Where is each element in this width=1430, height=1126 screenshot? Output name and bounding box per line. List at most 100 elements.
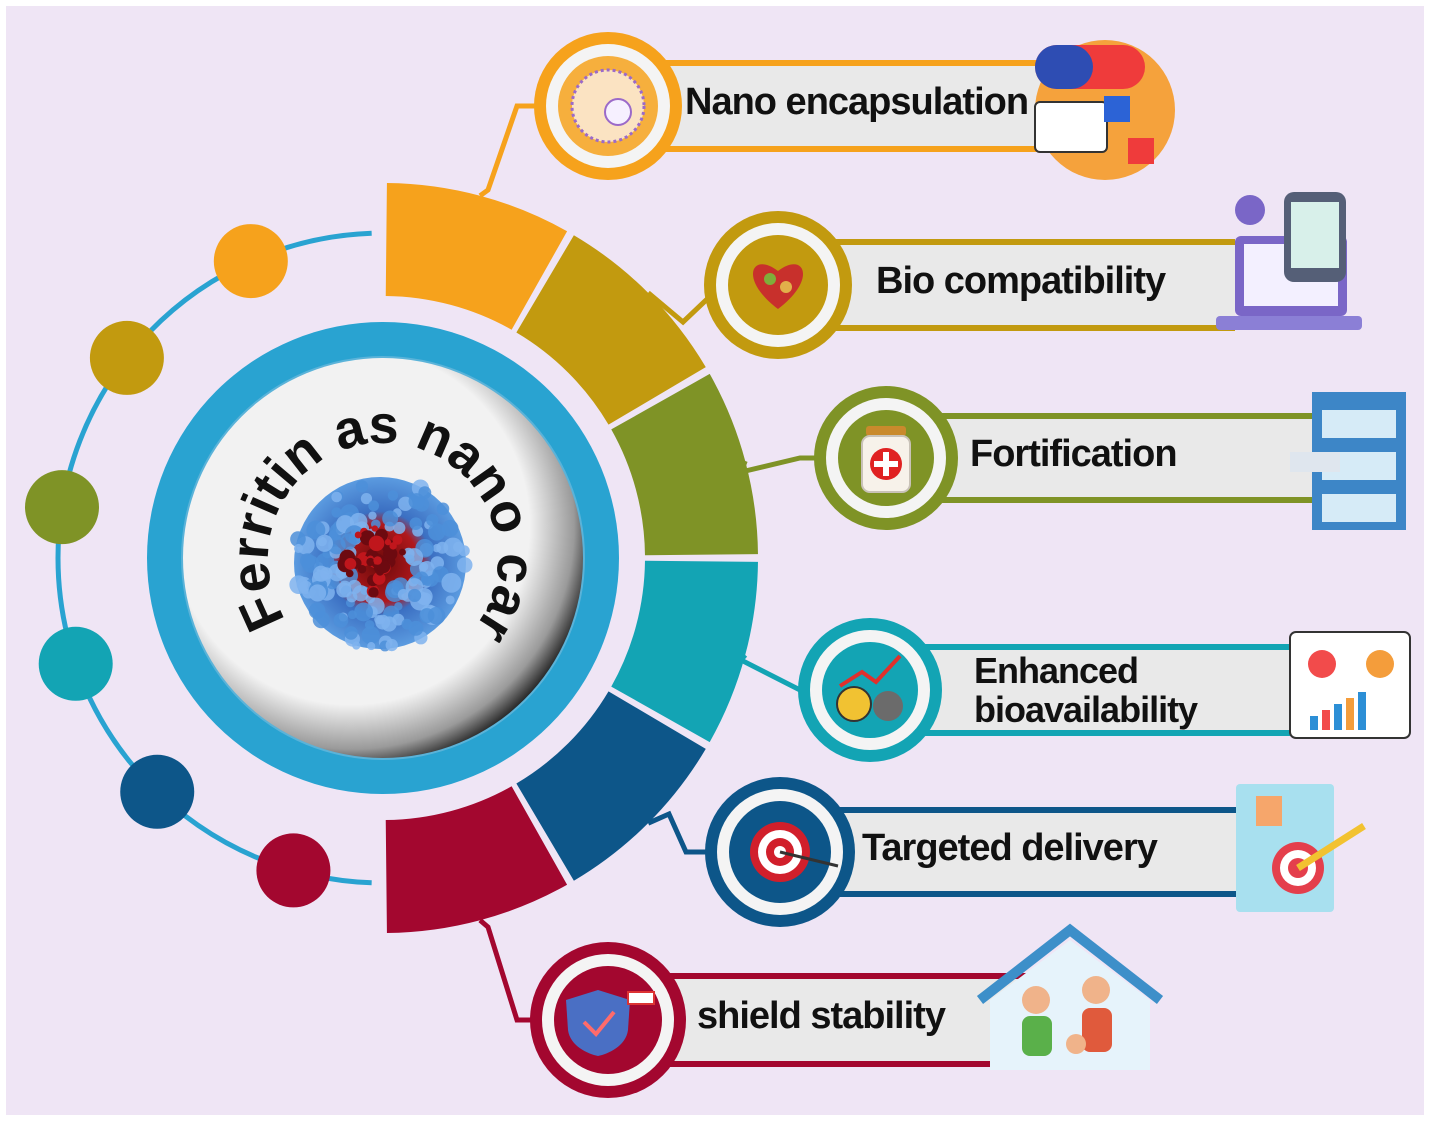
protein-bead [418,486,432,500]
protein-core-bead [368,587,379,598]
arc-segment [516,235,706,425]
arc-segment [385,183,568,330]
feature-label: Enhanced bioavailability [974,650,1198,730]
banner-bar [886,413,1320,503]
feature-label: Bio compatibility [876,260,1166,302]
protein-bead [355,480,369,493]
protein-bead [331,507,342,518]
orbit-dot [256,833,331,908]
banner-bottom-edge [608,1061,1070,1067]
heart-food-icon [752,264,804,309]
banner-bar [780,807,1240,897]
protein-bead [408,620,424,636]
banner-top-edge [886,413,1320,419]
feature-item [798,618,1411,762]
protein-bead [394,602,403,611]
feature-label: Targeted delivery [862,827,1158,869]
protein-bead [407,588,422,603]
protein-bead [397,588,410,601]
pharmacy-shelf-illustration [1290,392,1406,530]
protein-bead [426,513,439,527]
protein-bead [382,510,399,527]
liposome-icon [570,68,646,144]
protein-core-bead [371,525,378,532]
protein-bead [300,553,316,569]
orbit-dot [120,754,195,829]
badge-inner [822,642,918,738]
arc-segment [611,560,758,743]
protein-bead [441,519,459,537]
protein-bead [381,616,397,632]
connector-line [478,103,548,198]
protein-bead [457,557,473,573]
feature-item [530,923,1164,1098]
protein-bead [315,534,334,552]
protein-bead [405,548,424,566]
protein-bead [308,602,326,620]
protein-bead [306,520,326,540]
protein-core-bead [366,557,375,567]
protein-bead [441,572,462,593]
target-arrow-icon [750,822,839,882]
family-home-illustration [976,923,1164,1070]
analytics-dashboard-illustration [1289,631,1411,739]
protein-bead [360,493,373,505]
protein-bead [344,525,364,545]
banner-bottom-edge [608,146,1150,152]
banner-top-edge [780,807,1240,813]
connector-line [647,810,718,855]
protein-bead [333,612,349,628]
laptop-phone-link-illustration [1216,192,1362,330]
protein-core-bead [354,531,362,539]
protein-bead [427,523,446,541]
protein-bead [336,582,352,598]
clipboard-target-illustration [1236,784,1366,912]
orbit-dot [89,320,164,395]
banner-top-edge [608,60,1150,66]
banner-bottom-edge [778,325,1235,331]
protein-bead [385,638,398,652]
banner-top-edge [870,644,1305,650]
protein-core-bead [373,556,382,565]
protein-bead [308,584,327,602]
ferritin-protein-image [289,477,473,652]
protein-bead [409,517,423,530]
arc-segment [385,786,568,933]
protein-bead [290,531,306,547]
feature-item [534,32,1175,180]
protein-bead [344,626,358,640]
protein-core-bead [384,539,392,546]
shield-max-icon [566,990,655,1056]
protein-core-bead [389,542,397,550]
protein-bead [445,595,455,605]
protein-core-bead [344,558,357,570]
protein-bead [348,610,357,620]
protein-core-bead [368,535,385,552]
protein-bead [331,491,342,503]
protein-bead [352,641,361,650]
protein-bead [312,565,330,582]
protein-bead [361,626,380,645]
protein-bead [458,545,470,557]
protein-bead [393,521,406,535]
feature-item [704,192,1362,359]
feature-item [705,777,1366,927]
banner-bar [778,239,1235,331]
banner-top-edge [608,973,1070,979]
banner-bottom-edge [870,730,1305,736]
protein-bead [354,602,374,622]
orbit-dot [38,626,113,701]
protein-bead [387,490,399,501]
protein-bead [368,511,377,520]
capsule-security-illustration [1034,40,1175,180]
feature-label: Nano encapsulation [685,81,1029,123]
protein-bead [436,502,450,516]
feature-label: shield stability [697,995,946,1037]
banner-top-edge [778,239,1235,245]
stopwatch-gear-growth-icon [836,654,903,722]
protein-bead [364,620,375,630]
protein-core-bead [398,548,406,556]
protein-bead [427,606,446,625]
